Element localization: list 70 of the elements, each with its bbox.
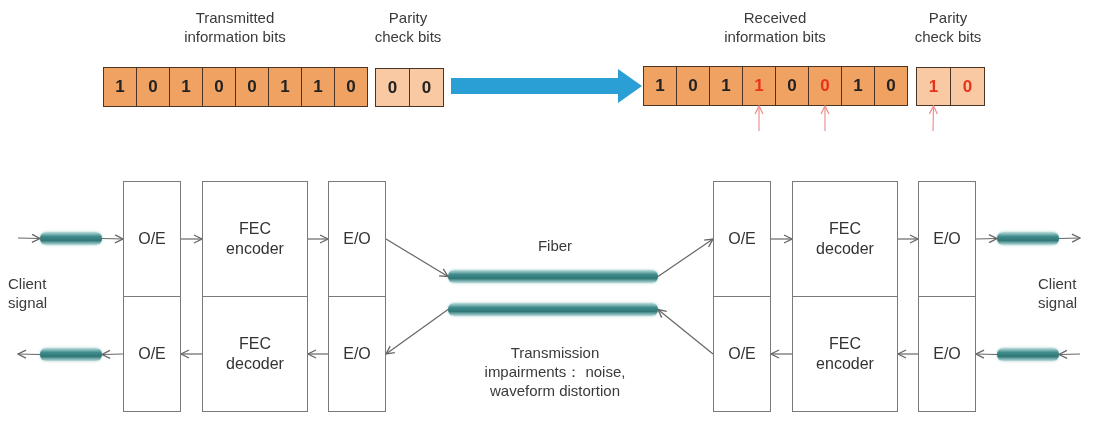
arrow [385,238,449,278]
process-box: FEC encoder [792,296,898,412]
arrow [101,349,124,359]
fiber-cable [448,303,658,316]
fiber-cable [40,232,102,245]
process-box: O/E [713,181,771,297]
arrow [307,234,329,244]
fiber-cable [40,348,102,361]
bit-cell: 0 [202,67,236,107]
arrow [17,349,41,359]
fiber-cable [997,232,1059,245]
process-box: E/O [918,296,976,412]
caption-text: Transmission impairments： noise, waveform distortion [483,343,627,400]
row-heading: Parity check bits [913,8,983,46]
signal-label: Client signal [1038,274,1079,312]
arrow [17,233,41,243]
row-heading: Received information bits [723,8,827,46]
arrow [180,234,203,244]
arrow [657,308,714,355]
bit-cell: 0 [950,67,985,106]
bit-cell: 0 [775,66,809,106]
process-box: E/O [328,181,386,297]
bit-cell: 1 [169,67,203,107]
bit-cell: 1 [268,67,302,107]
fiber-cable [997,348,1059,361]
bit-cell: 1 [103,67,137,107]
bit-cell: 1 [709,66,743,106]
process-box: E/O [328,296,386,412]
arrow [180,349,203,359]
arrow [820,105,830,132]
arrow [897,234,919,244]
arrow [754,105,764,132]
bit-cell: 0 [334,67,368,107]
arrow [307,349,329,359]
arrow [1058,349,1081,359]
bit-cell: 0 [375,68,410,107]
arrow [897,349,919,359]
bit-cell: 1 [643,66,677,106]
arrow [975,349,998,359]
block-arrow [451,69,642,103]
arrow [928,105,938,132]
arrow [770,349,793,359]
bit-cell: 1 [742,66,776,106]
arrow [1058,233,1081,243]
bit-cell: 1 [916,67,951,106]
bit-cell: 1 [841,66,875,106]
caption-text: Fiber [536,236,574,255]
row-heading: Transmitted information bits [183,8,287,46]
arrow [657,238,714,278]
process-box: O/E [123,181,181,297]
bit-cell: 0 [136,67,170,107]
bit-cell: 0 [874,66,908,106]
process-box: FEC decoder [202,296,308,412]
arrow [385,308,449,355]
process-box: FEC decoder [792,181,898,297]
bit-cell: 0 [409,68,444,107]
bit-cell: 0 [676,66,710,106]
process-box: O/E [713,296,771,412]
signal-label: Client signal [8,274,49,312]
arrow [975,234,998,244]
process-box: E/O [918,181,976,297]
bit-cell: 0 [808,66,842,106]
arrow [770,234,793,244]
bit-cell: 0 [235,67,269,107]
process-box: FEC encoder [202,181,308,297]
process-box: O/E [123,296,181,412]
bit-cell: 1 [301,67,335,107]
fiber-cable [448,270,658,283]
row-heading: Parity check bits [373,8,443,46]
arrow [101,234,124,244]
